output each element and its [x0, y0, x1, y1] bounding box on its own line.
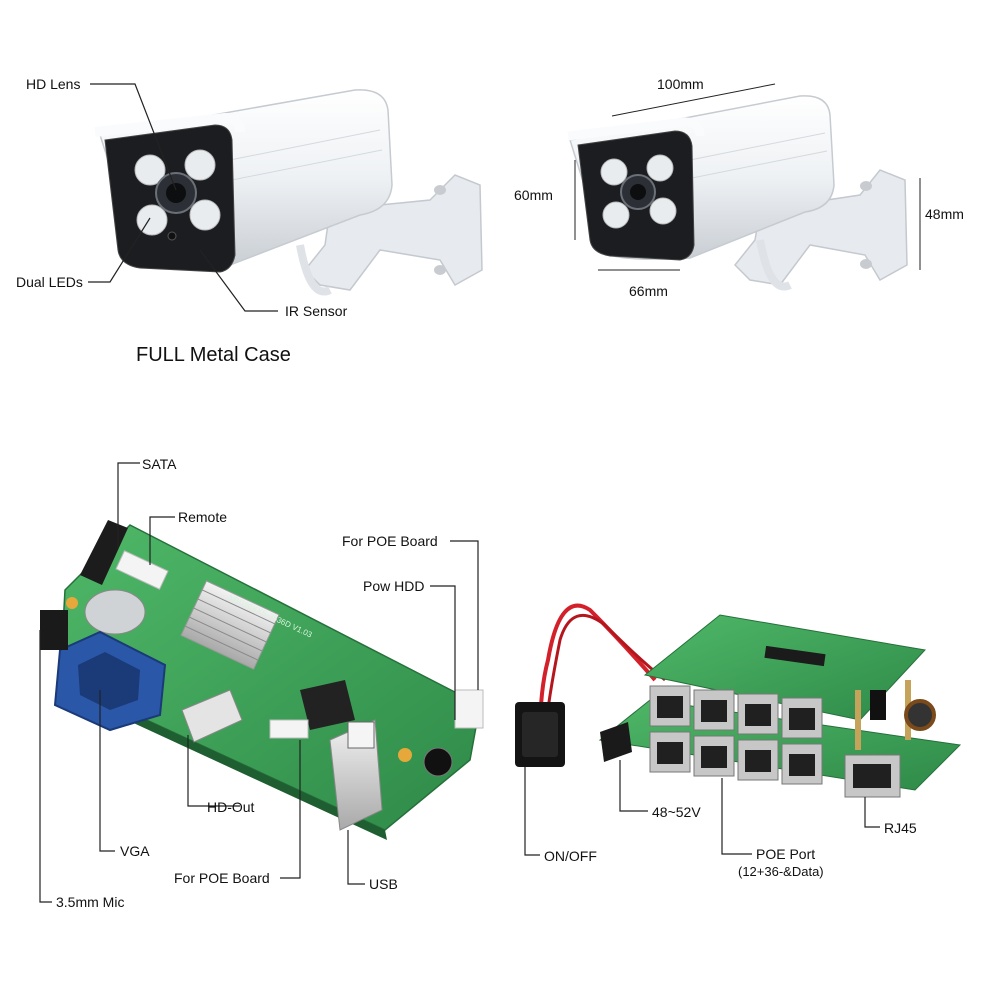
- dimension-length: 100mm: [657, 76, 704, 92]
- label-on-off: ON/OFF: [544, 848, 597, 864]
- label-dual-leds: Dual LEDs: [16, 274, 83, 290]
- label-usb: USB: [369, 876, 398, 892]
- label-remote: Remote: [178, 509, 228, 525]
- label-poe-port-detail: (12+36-&Data): [738, 864, 824, 879]
- label-pow-hdd: Pow HDD: [363, 578, 425, 594]
- dimension-height: 60mm: [514, 187, 553, 203]
- label-vga: VGA: [120, 843, 150, 859]
- label-hd-out: HD-Out: [207, 799, 255, 815]
- label-sata: SATA: [142, 456, 177, 472]
- label-mic: 3.5mm Mic: [56, 894, 125, 910]
- camera-left: [94, 89, 483, 296]
- label-voltage: 48~52V: [652, 804, 701, 820]
- dimension-width: 66mm: [629, 283, 668, 299]
- dimension-mount: 48mm: [925, 206, 964, 222]
- nvr-leader-lines: [39, 462, 479, 903]
- camera-leader-lines: [88, 83, 278, 312]
- poe-switch: [515, 603, 962, 798]
- label-poe-port: POE Port: [756, 846, 816, 862]
- camera-right: [567, 95, 908, 291]
- dimension-lines: [574, 83, 921, 271]
- label-rj45: RJ45: [884, 820, 917, 836]
- nvr-board: [40, 520, 484, 840]
- label-poe-board-bottom: For POE Board: [174, 870, 270, 886]
- label-ir-sensor: IR Sensor: [285, 303, 348, 319]
- poe-leader-lines: [524, 760, 880, 856]
- label-poe-board-top: For POE Board: [342, 533, 438, 549]
- label-hd-lens: HD Lens: [26, 76, 81, 92]
- label-metal-case: FULL Metal Case: [136, 344, 291, 366]
